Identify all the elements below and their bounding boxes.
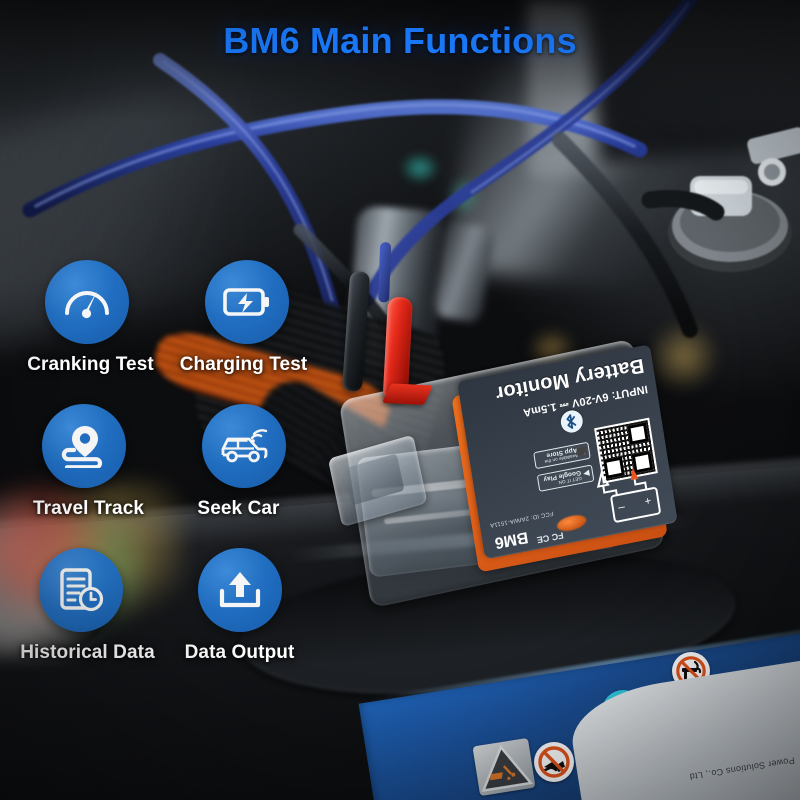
- feature-data-output[interactable]: Data Output: [167, 546, 320, 684]
- car-signal-icon: [201, 404, 286, 488]
- device-fcc-id: FCC ID: 2AIWA-1511A: [489, 509, 554, 528]
- app-store-badge: ⬛ Available on the App Store: [533, 441, 591, 470]
- device-model-name: BM6: [493, 528, 530, 552]
- gauge-icon: [45, 260, 130, 344]
- battery-charging-icon: [204, 260, 289, 344]
- qr-finder-bottom-left: [627, 422, 649, 445]
- bm6-device: Battery Monitor INPUT: 6V-20V ⎓ 1.5mA BM…: [327, 242, 698, 617]
- feature-seek-car[interactable]: Seek Car: [167, 402, 320, 540]
- feature-label: Charging Test: [179, 354, 308, 375]
- feature-grid: Cranking Test Charging Test Travel T: [14, 258, 320, 684]
- page-title: BM6 Main Functions: [223, 20, 577, 61]
- blue-probe-pin: [378, 242, 392, 303]
- map-pin-route-icon: [42, 404, 127, 488]
- feature-label: Data Output: [184, 642, 295, 663]
- feature-label: Cranking Test: [27, 354, 154, 375]
- document-clock-icon: [39, 548, 124, 632]
- bluetooth-icon: [559, 408, 585, 435]
- upload-icon: [198, 548, 283, 632]
- feature-historical-data[interactable]: Historical Data: [14, 546, 167, 684]
- feature-cranking-test[interactable]: Cranking Test: [14, 258, 167, 396]
- feature-label: Travel Track: [32, 498, 145, 519]
- device-certification-marks: FC CE: [536, 530, 565, 546]
- feature-label: Historical Data: [20, 642, 155, 663]
- feature-label: Seek Car: [197, 498, 280, 519]
- svg-text:–: –: [617, 501, 626, 516]
- svg-text:+: +: [644, 494, 652, 507]
- feature-travel-track[interactable]: Travel Track: [14, 402, 167, 540]
- red-test-lead-tip: [381, 383, 434, 406]
- battery-wiring-diagram: + –: [584, 455, 666, 530]
- apple-icon: ⬛: [575, 446, 587, 458]
- corrosive-acid-warning-icon: [472, 737, 536, 797]
- feature-charging-test[interactable]: Charging Test: [167, 258, 320, 396]
